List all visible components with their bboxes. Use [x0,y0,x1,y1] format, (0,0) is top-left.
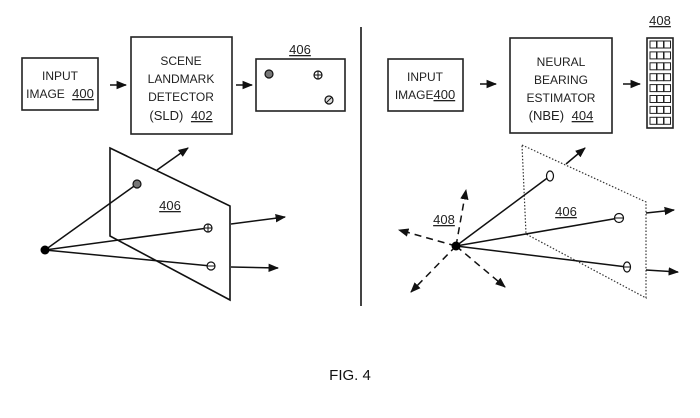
bearing-table-cell [663,95,671,103]
left-input-box: Input Image 400 [21,57,99,111]
bearing-table-cell [649,105,657,114]
right-ray-out-3 [645,267,680,276]
right-plane-label: 406 [555,204,577,219]
right-bearing-diagram: 406 408 [397,144,680,299]
dashed-bearing-left [397,228,457,247]
landmark-marker-cross [313,70,323,80]
figure-caption: FIG. 4 [329,367,371,384]
dashed-bearing-down-right [455,245,506,288]
sld-line3: Detector [148,90,214,104]
bearing-table-cell [663,116,671,125]
right-input-line1: Input [407,70,444,84]
bearing-table-cell [663,62,671,71]
right-input-box: Input Image400 [387,58,464,112]
bearing-table-cell [656,105,664,114]
right-ray-2 [455,217,620,247]
left-input-line2: Image [26,87,65,101]
sld-box: Scene Landmark Detector (SLD) 402 [130,36,233,135]
bearing-table-cell [656,73,664,82]
right-plane-marker-1 [545,170,555,182]
dashed-bearing-up [455,188,469,247]
sld-line1: Scene [160,54,201,68]
bearing-table-cells [649,40,671,125]
sld-line2: Landmark [148,72,215,86]
bearing-table-cell [649,95,657,103]
bearing-table-cell [649,116,657,125]
landmark-image-ref: 406 [289,42,311,57]
left-image-plane [109,146,231,302]
landmark-marker-hatched [264,69,274,79]
nbe-line4: (NBE) [529,108,564,123]
nbe-ref: 404 [572,108,594,123]
bearing-table-cell [663,40,671,49]
bearing-table-cell [656,51,664,60]
sld-ref: 402 [191,108,213,123]
bearing-table-cell [649,73,657,82]
right-plane-marker-3 [622,261,632,273]
bearing-table-cell [663,51,671,60]
bearing-table-cell [656,62,664,71]
bearing-table-cell [656,116,664,125]
bearing-table-cell [649,62,657,71]
svg-text:(NBE) 404: (NBE) 404 [529,108,594,123]
left-ray-3 [44,249,212,267]
right-input-line2: Image [395,88,434,102]
left-plane-marker-1 [132,179,142,189]
nbe-line3: Estimator [527,91,596,105]
svg-text:(SLD) 402: (SLD) 402 [149,108,212,123]
left-ray-out-1 [156,147,189,171]
bearing-table-cell [663,84,671,93]
right-ray-3 [455,245,628,268]
left-plane-marker-3 [206,261,216,271]
left-ray-out-2 [230,214,287,225]
left-input-line1: Input [42,69,79,83]
right-camera-origin [451,241,461,251]
bearing-table-cell [649,40,657,49]
landmark-image-box: 406 [255,42,346,112]
nbe-line1: Neural [537,55,586,69]
right-input-ref: 400 [433,87,455,102]
right-ray-out-2 [645,206,676,216]
left-plane-label: 406 [159,198,181,213]
origin-label: 408 [433,212,455,227]
bearing-table-cell [656,40,664,49]
bearing-table-cell [649,51,657,60]
sld-line4: (SLD) [149,108,183,123]
bearing-table-cell [663,105,671,114]
landmark-marker-slash [324,95,334,105]
right-image-plane [521,144,647,299]
left-input-ref: 400 [72,86,94,101]
bearing-table-cell [656,95,664,103]
left-ray-1 [44,183,138,251]
left-ray-out-3 [230,263,280,272]
right-plane-marker-2 [613,212,625,224]
bearing-table-ref: 408 [649,13,671,28]
svg-text:Image 400: Image 400 [26,86,94,101]
bearing-table-cell [663,73,671,82]
right-ray-1 [455,175,551,247]
left-camera-origin [40,245,50,255]
nbe-box: Neural Bearing Estimator (NBE) 404 [509,37,613,134]
dashed-bearing-down-left [410,245,457,293]
left-ray-2 [44,227,209,251]
right-ray-out-1 [565,147,586,165]
left-plane-marker-2 [203,223,213,233]
bearing-table: 408 [646,13,674,129]
svg-text:Input: Input [42,69,79,83]
left-bearing-diagram: 406 [40,146,287,302]
svg-text:Image400: Image400 [395,87,455,102]
nbe-line2: Bearing [534,73,588,87]
bearing-table-cell [649,84,657,93]
bearing-table-cell [656,84,664,93]
